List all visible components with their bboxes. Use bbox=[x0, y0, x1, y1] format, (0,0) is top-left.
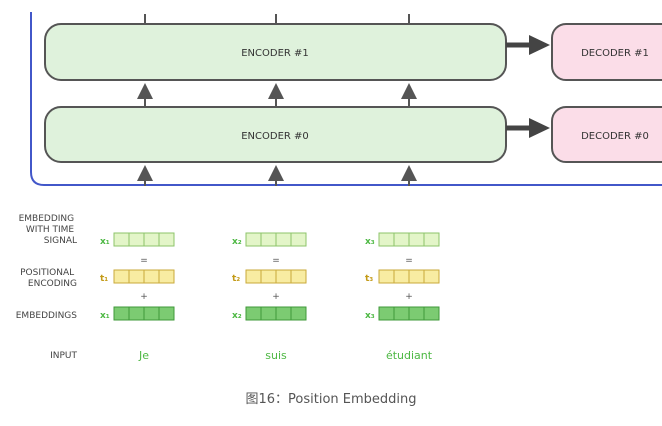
equals-sign: = bbox=[140, 256, 148, 266]
position-vector bbox=[378, 269, 440, 284]
equals-sign: = bbox=[272, 256, 280, 266]
token-column-1: x₁ = t₁ + x₁ Je bbox=[100, 232, 175, 362]
decoder-0: DECODER #0 bbox=[551, 106, 662, 163]
position-vector-label: t₁ bbox=[100, 274, 108, 284]
signal-vector-label: x₂ bbox=[232, 237, 242, 247]
embedding-vector bbox=[378, 306, 440, 321]
input-word: étudiant bbox=[386, 349, 433, 362]
equals-sign: = bbox=[405, 256, 413, 266]
plus-sign: + bbox=[405, 292, 413, 302]
encoder-1-label: ENCODER #1 bbox=[241, 48, 309, 59]
decoder-1-label: DECODER #1 bbox=[581, 48, 649, 59]
position-vector bbox=[245, 269, 307, 284]
row-label-positional-encoding: POSITIONAL ENCODING bbox=[20, 268, 77, 289]
decoder-0-label: DECODER #0 bbox=[581, 131, 649, 142]
encoder-0: ENCODER #0 bbox=[44, 106, 507, 163]
row-label-input: INPUT bbox=[50, 351, 77, 361]
plus-sign: + bbox=[140, 292, 148, 302]
position-vector-label: t₂ bbox=[232, 274, 240, 284]
signal-vector bbox=[245, 232, 307, 247]
signal-vector-label: x₃ bbox=[365, 237, 375, 247]
plus-sign: + bbox=[272, 292, 280, 302]
position-vector bbox=[113, 269, 175, 284]
encoder-0-label: ENCODER #0 bbox=[241, 131, 309, 142]
token-column-2: x₂ = t₂ + x₂ suis bbox=[232, 232, 307, 362]
signal-vector bbox=[113, 232, 175, 247]
embedding-vector bbox=[113, 306, 175, 321]
embedding-vector bbox=[245, 306, 307, 321]
input-word: suis bbox=[265, 349, 287, 362]
encoder-to-decoder-arrow bbox=[506, 35, 550, 55]
decoder-1: DECODER #1 bbox=[551, 23, 662, 81]
encoder-stack-border bbox=[30, 12, 662, 186]
signal-vector-label: x₁ bbox=[100, 237, 110, 247]
position-vector-label: t₃ bbox=[365, 274, 373, 284]
row-label-embedding-with-time-signal: EMBEDDING WITH TIME SIGNAL bbox=[19, 214, 77, 246]
embedding-vector-label: x₃ bbox=[365, 311, 375, 321]
token-column-3: x₃ = t₃ + x₃ étudiant bbox=[365, 232, 440, 362]
input-word: Je bbox=[138, 349, 149, 362]
encoder-1: ENCODER #1 bbox=[44, 23, 507, 81]
embedding-vector-label: x₂ bbox=[232, 311, 242, 321]
embedding-vector-label: x₁ bbox=[100, 311, 110, 321]
signal-vector bbox=[378, 232, 440, 247]
figure-caption: 图16：Position Embedding bbox=[245, 392, 417, 407]
encoder-to-decoder-arrow bbox=[506, 118, 550, 138]
row-label-embeddings: EMBEDDINGS bbox=[16, 311, 78, 321]
